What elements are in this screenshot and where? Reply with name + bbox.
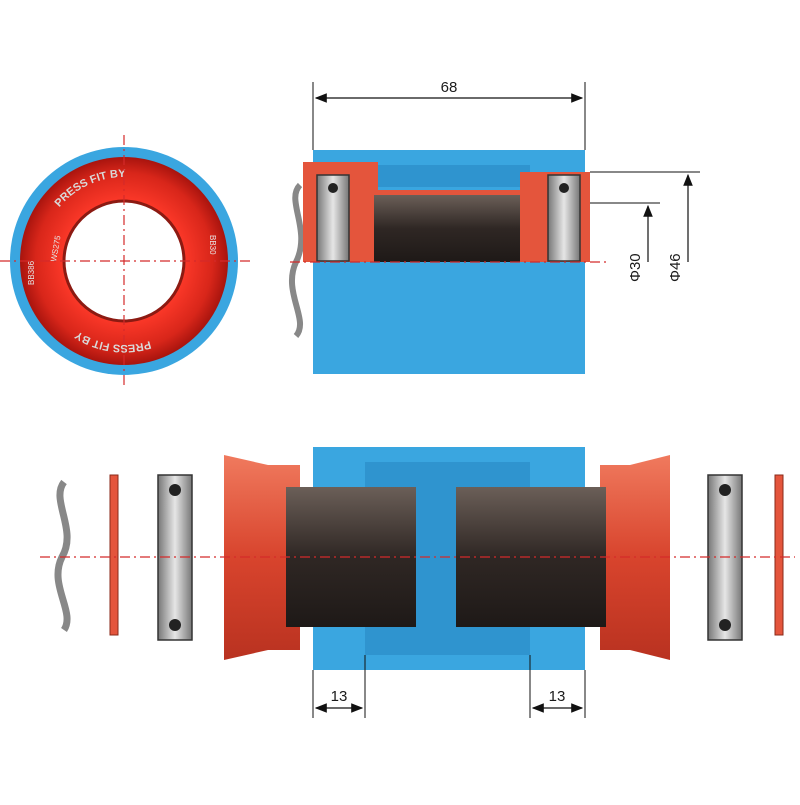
dim-left-cup-depth: 13 — [331, 688, 348, 705]
ring-label-bb30: BB30 — [208, 235, 217, 255]
wave-washer — [288, 182, 305, 338]
bearing-ball-left — [328, 183, 338, 193]
shell-inner-step — [365, 165, 530, 187]
bearing-left-ball-bottom — [169, 619, 181, 631]
cup-end-view: PRESS FIT BY PRESS FIT BY BB386 BB30 WS2… — [0, 135, 250, 388]
shell-lower-front — [313, 262, 585, 374]
dim-inner-diameter: Φ30 — [627, 253, 644, 282]
seal-right — [774, 474, 784, 636]
spindle — [374, 195, 520, 262]
assembled-section-view: 68 Φ30 Φ46 — [288, 79, 700, 374]
dim-total-width: 68 — [441, 79, 458, 96]
bearing-left-ball-top — [169, 484, 181, 496]
bearing-right-ball-top — [719, 484, 731, 496]
bearing-ball-right — [559, 183, 569, 193]
exploded-view: 13 13 — [40, 447, 795, 718]
dim-outer-diameter: Φ46 — [667, 253, 684, 282]
dim-right-cup-depth: 13 — [549, 688, 566, 705]
bearing-right-ball-bottom — [719, 619, 731, 631]
ring-label-bb386: BB386 — [27, 260, 36, 285]
wave-washer-exploded — [54, 479, 71, 632]
seal-left — [109, 474, 119, 636]
